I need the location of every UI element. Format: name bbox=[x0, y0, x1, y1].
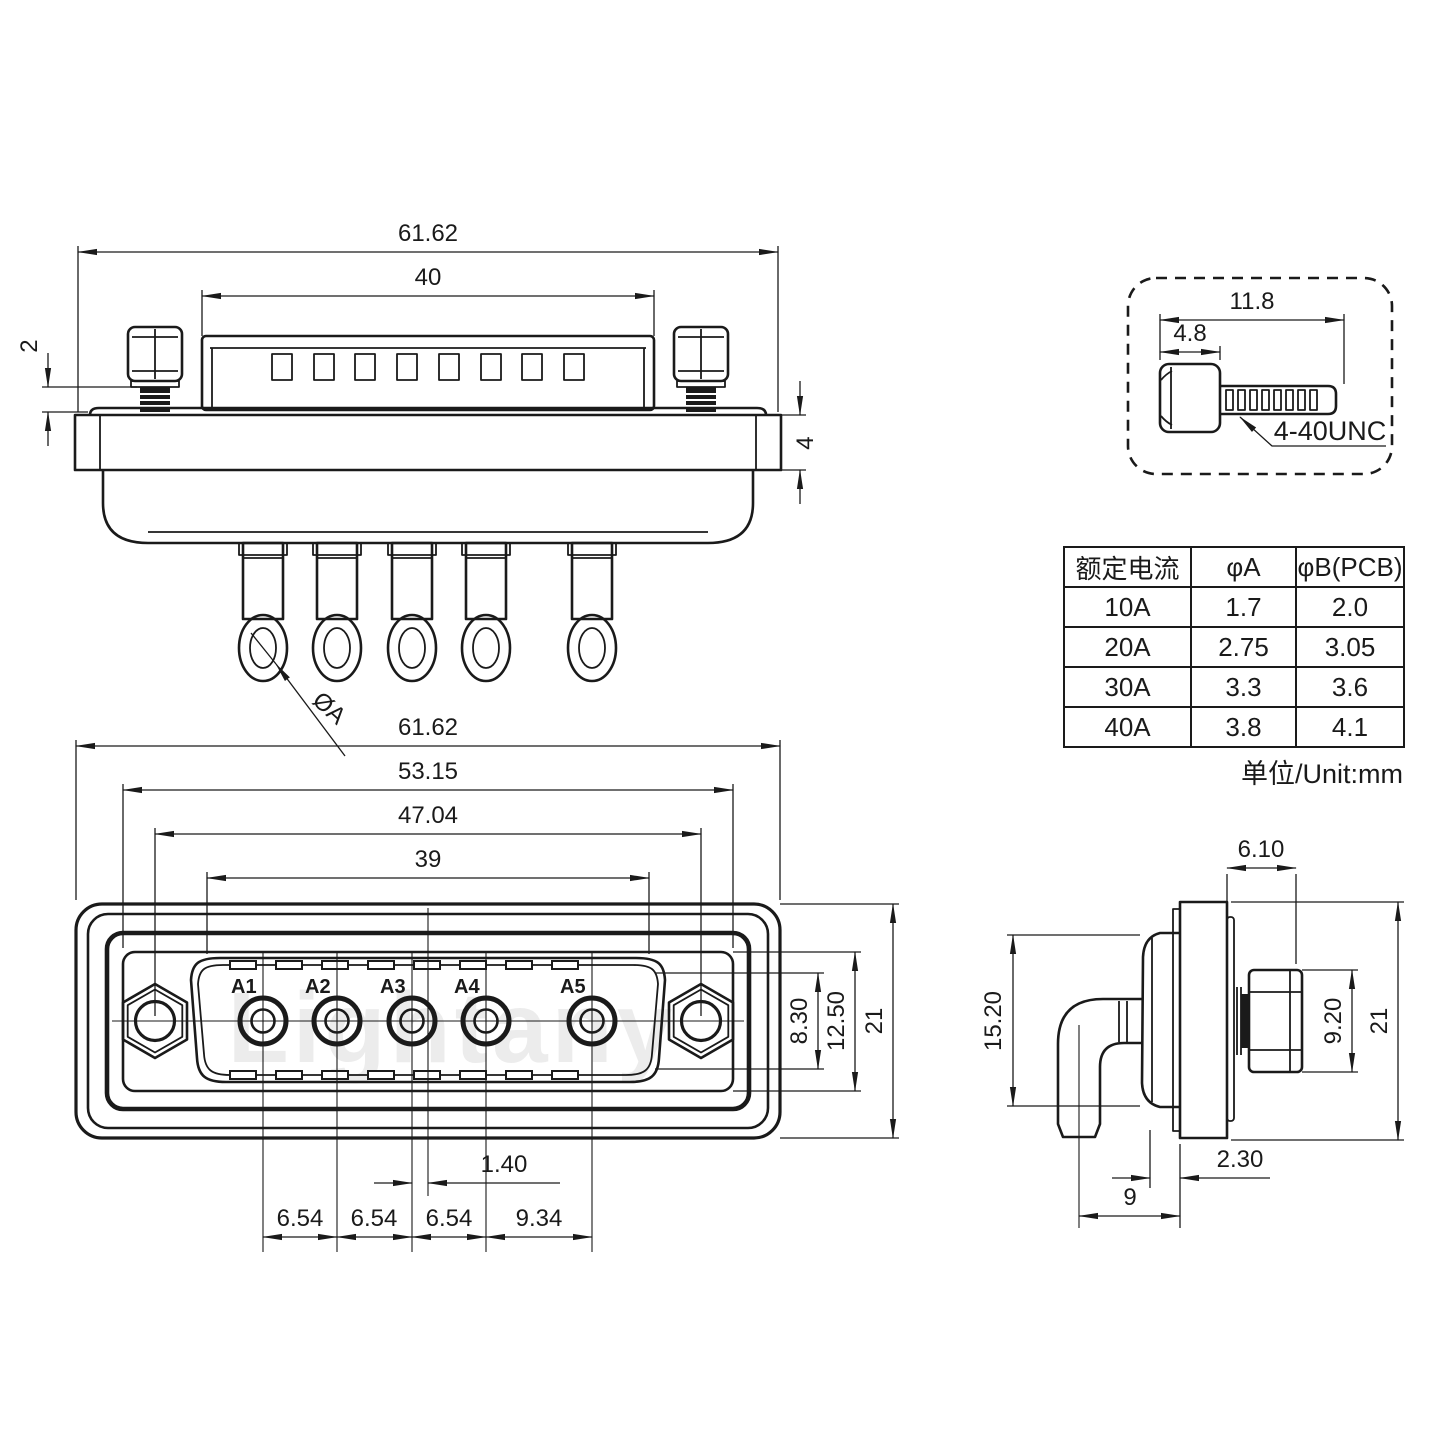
front-dim-center-offset: 1.40 bbox=[481, 1151, 528, 1178]
pin-label-a1: A1 bbox=[231, 976, 257, 998]
screw-threads bbox=[1225, 389, 1318, 411]
side-dim-lip-offset: 2.30 bbox=[1217, 1146, 1264, 1173]
front-contacts bbox=[237, 995, 618, 1047]
front-dim-pitch-1: 6.54 bbox=[277, 1205, 324, 1232]
top-solder-pins bbox=[237, 541, 618, 683]
front-dim-insert-width: 39 bbox=[415, 846, 442, 873]
front-right-hex-nut bbox=[667, 982, 735, 1060]
side-dim-pin-setback: 9 bbox=[1123, 1184, 1136, 1211]
front-left-hex-nut bbox=[121, 982, 189, 1060]
top-dim-standoff: 2 bbox=[16, 339, 43, 352]
front-dim-panel-width: 53.15 bbox=[398, 758, 458, 785]
front-dim-width: 61.62 bbox=[398, 714, 458, 741]
top-view: 61.62 40 bbox=[16, 220, 819, 757]
side-dim-height: 21 bbox=[1366, 1008, 1393, 1035]
front-dim-height: 21 bbox=[861, 1008, 888, 1035]
insert-lip-dashes bbox=[229, 960, 579, 1080]
top-left-jackscrew bbox=[126, 325, 184, 412]
top-vent-slots bbox=[271, 353, 585, 381]
front-view: 61.62 53.15 47.04 39 bbox=[74, 714, 899, 1252]
detail-boundary-box bbox=[1126, 276, 1394, 476]
side-view: 6.10 15.20 9.20 21 2.30 9 bbox=[980, 836, 1404, 1228]
side-dim-shell-height: 15.20 bbox=[980, 991, 1007, 1051]
side-dim-nut-length: 6.10 bbox=[1238, 836, 1285, 863]
screw-dim-total: 11.8 bbox=[1230, 288, 1275, 315]
pin-label-a2: A2 bbox=[305, 976, 331, 998]
watermark-text: Lightany bbox=[228, 972, 677, 1084]
table-row: 10A 1.7 2.0 bbox=[1063, 586, 1405, 628]
front-dim-mount-pitch: 47.04 bbox=[398, 802, 458, 829]
table-row: 30A 3.3 3.6 bbox=[1063, 666, 1405, 708]
top-dim-flange-thickness: 4 bbox=[792, 436, 819, 449]
header-phi-a: φA bbox=[1190, 546, 1297, 588]
header-rated-current: 额定电流 bbox=[1063, 546, 1192, 588]
table-header-row: 额定电流 φA φB(PCB) bbox=[1063, 546, 1405, 588]
side-dim-nut-height: 9.20 bbox=[1320, 998, 1347, 1045]
top-dim-shell-width: 40 bbox=[415, 264, 442, 291]
front-dim-panel-height: 12.50 bbox=[823, 991, 850, 1051]
top-dim-pin-diameter: ØA bbox=[307, 687, 351, 730]
current-rating-table: 额定电流 φA φB(PCB) 10A 1.7 2.0 20A 2.75 3.0… bbox=[1063, 546, 1405, 748]
front-dim-lip-height: 8.30 bbox=[786, 998, 813, 1045]
unit-note: 单位/Unit:mm bbox=[1241, 759, 1403, 789]
front-dim-pitch-4: 9.34 bbox=[516, 1205, 563, 1232]
screw-dim-head: 4.8 bbox=[1173, 320, 1206, 347]
pin-label-a5: A5 bbox=[560, 976, 586, 998]
screw-detail-view: 11.8 4.8 4-40UNC bbox=[1126, 276, 1394, 476]
front-dim-pitch-2: 6.54 bbox=[351, 1205, 398, 1232]
header-phi-b: φB(PCB) bbox=[1295, 546, 1405, 588]
screw-thread-spec: 4-40UNC bbox=[1274, 416, 1387, 446]
front-dim-pitch-3: 6.54 bbox=[426, 1205, 473, 1232]
pin-label-a4: A4 bbox=[454, 976, 480, 998]
top-dim-width: 61.62 bbox=[398, 220, 458, 247]
table-row: 40A 3.8 4.1 bbox=[1063, 706, 1405, 748]
top-right-jackscrew bbox=[672, 325, 730, 412]
pin-label-a3: A3 bbox=[380, 976, 406, 998]
table-row: 20A 2.75 3.05 bbox=[1063, 626, 1405, 668]
